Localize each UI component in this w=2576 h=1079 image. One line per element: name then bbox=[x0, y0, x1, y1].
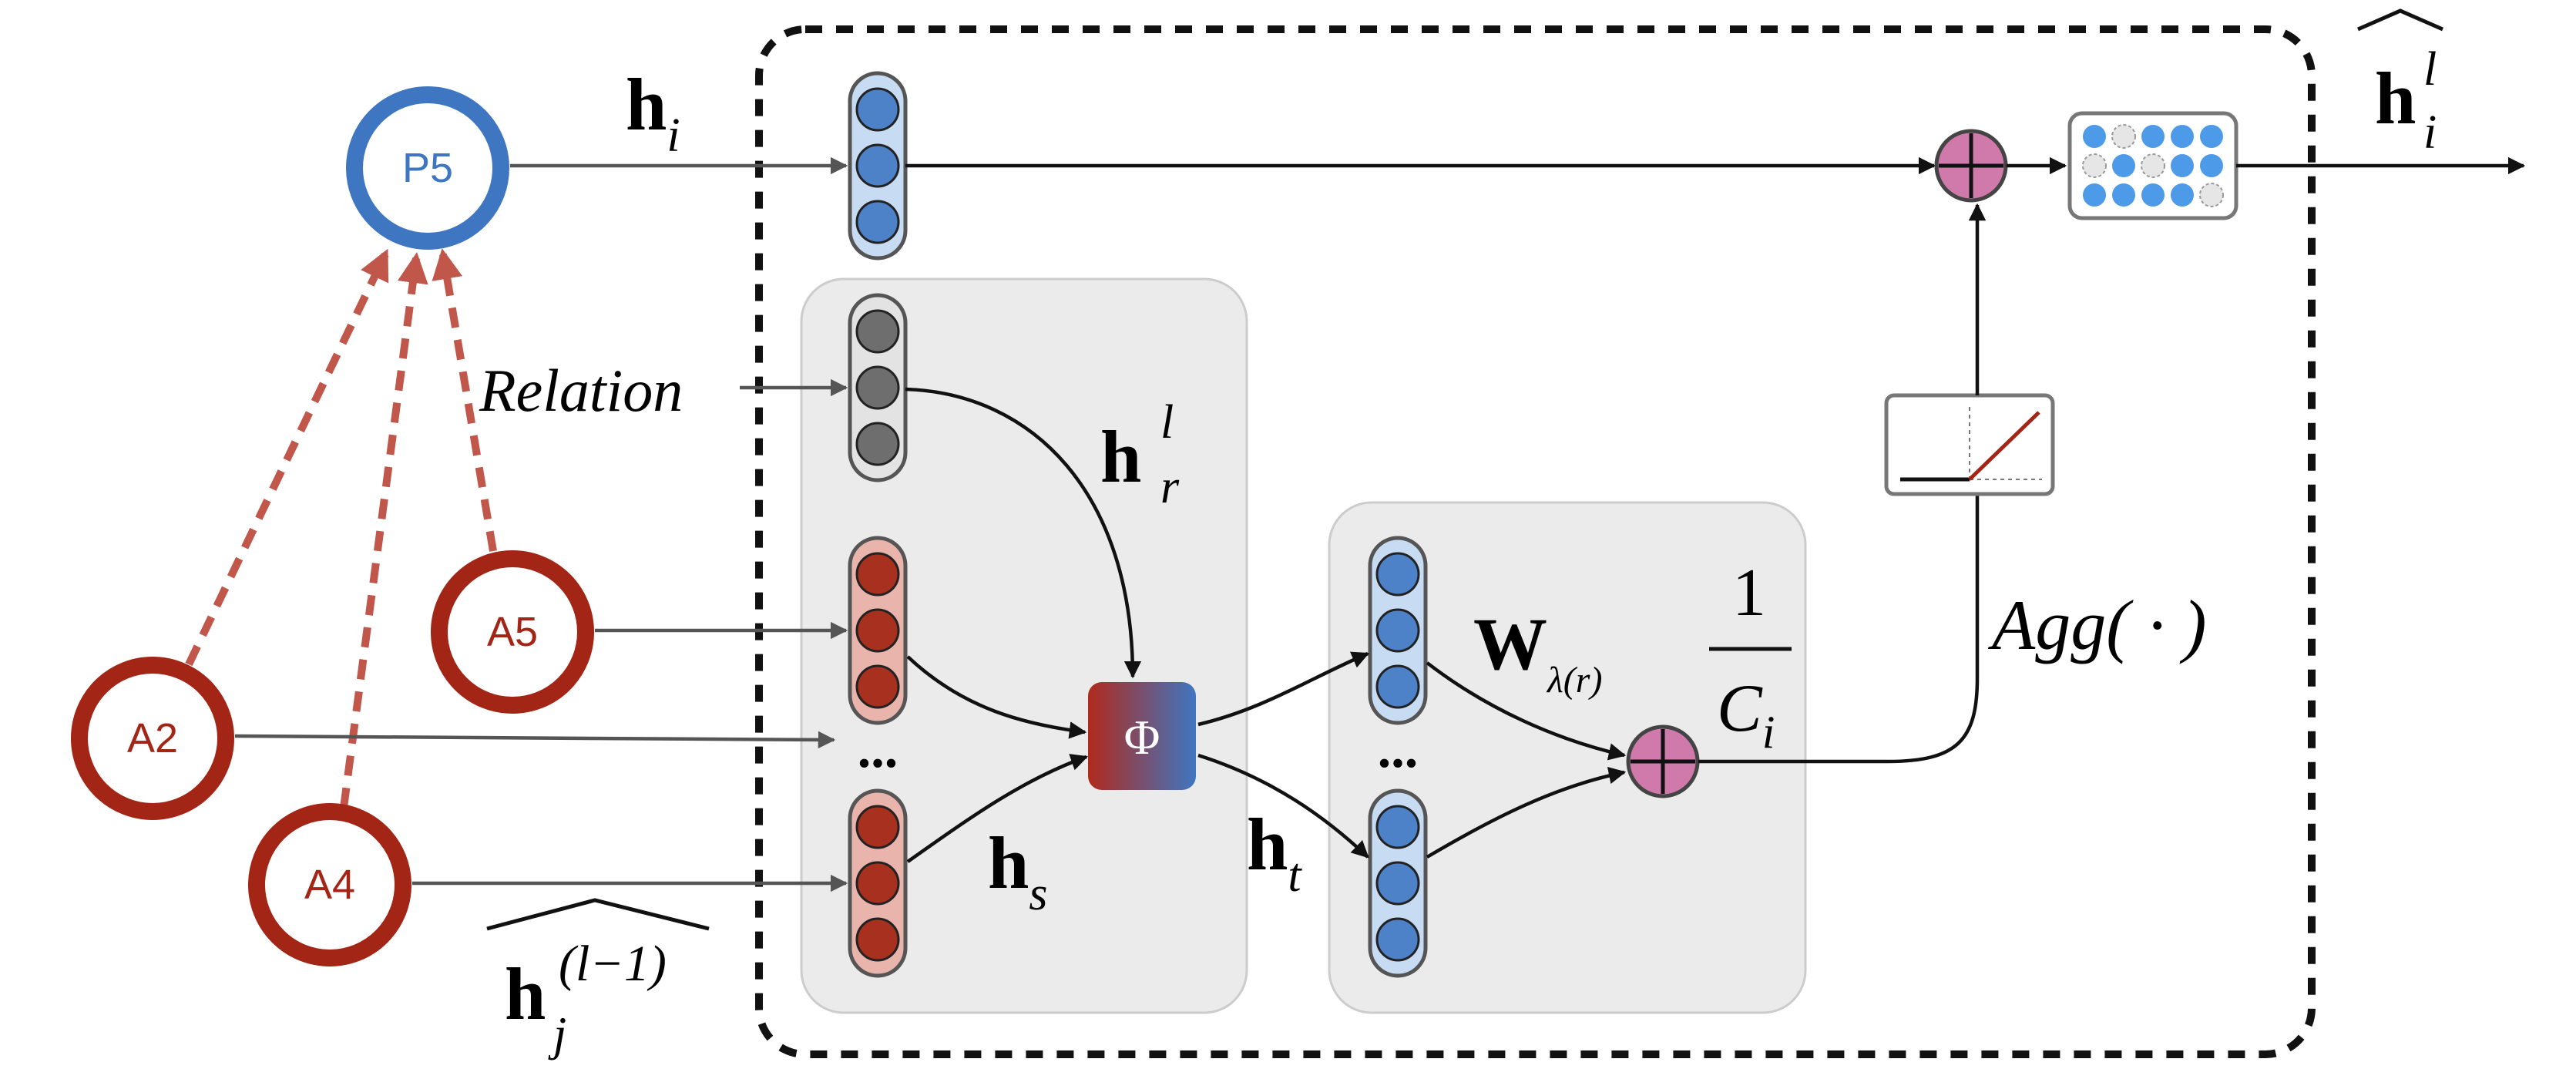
arrow-a2 bbox=[234, 731, 836, 749]
node-p5: P5 bbox=[346, 86, 509, 250]
label-w-lambda: Wλ(r) bbox=[1473, 603, 1602, 701]
node-a2-label: A2 bbox=[127, 715, 178, 761]
label-h-in-sub: j bbox=[548, 1008, 566, 1061]
flow-a4-phi bbox=[906, 754, 1089, 863]
neighbor-edges bbox=[185, 248, 497, 808]
flow-bottom-sum bbox=[1426, 767, 1627, 859]
label-norm-numerator: 1 bbox=[1732, 556, 1766, 630]
label-h-s: hs bbox=[988, 822, 1048, 920]
label-h-in-base: h bbox=[505, 953, 546, 1035]
vector-hi bbox=[848, 71, 908, 261]
label-h-out-sub: i bbox=[2423, 106, 2437, 159]
ellipsis-transformed: ... bbox=[1378, 720, 1419, 779]
node-a2: A2 bbox=[71, 657, 234, 820]
vector-transformed-top bbox=[1368, 536, 1428, 725]
relu-icon bbox=[1884, 393, 2055, 496]
label-h-t: ht bbox=[1247, 803, 1302, 902]
layer-boundary bbox=[755, 25, 2316, 1058]
label-h-out-sup: l bbox=[2423, 43, 2437, 96]
node-a4-label: A4 bbox=[304, 862, 355, 908]
label-h-r-sub: r bbox=[1160, 461, 1180, 513]
sum-operator-outer bbox=[1934, 129, 2008, 203]
label-agg: Agg( · ) bbox=[1987, 586, 2206, 664]
flow-a5-phi bbox=[906, 655, 1087, 739]
ellipsis-source: ... bbox=[858, 720, 898, 779]
flow-top-sum bbox=[1426, 661, 1627, 761]
vector-a5 bbox=[848, 536, 908, 725]
label-h-in: h (l−1) j bbox=[486, 898, 710, 1061]
phi-operator: Φ bbox=[1088, 682, 1196, 790]
vector-a4 bbox=[848, 788, 908, 978]
label-norm-denominator: Ci bbox=[1717, 671, 1775, 758]
label-h-out-base: h bbox=[2375, 57, 2416, 139]
node-a4: A4 bbox=[248, 803, 411, 966]
flow-sum-activation bbox=[1698, 493, 1980, 764]
vector-relation bbox=[848, 293, 908, 482]
message-panel bbox=[800, 277, 1248, 1014]
phi-label: Φ bbox=[1124, 710, 1160, 765]
flow-relation-phi bbox=[905, 387, 1142, 679]
edge-a5-p5 bbox=[432, 248, 497, 552]
label-h-r: h bbox=[1100, 415, 1141, 498]
flow-phi-top bbox=[1197, 651, 1370, 727]
label-h-in-sup: (l−1) bbox=[559, 936, 667, 992]
label-h-r-sup: l bbox=[1160, 396, 1174, 449]
node-p5-label: P5 bbox=[402, 145, 453, 191]
edge-a2-p5 bbox=[185, 248, 389, 667]
label-normalizer: 1 Ci bbox=[1709, 556, 1792, 758]
edge-a4-p5 bbox=[340, 252, 428, 808]
label-h-out: h l i bbox=[2357, 8, 2443, 159]
flow-phi-bottom bbox=[1197, 753, 1369, 859]
transform-panel bbox=[1328, 501, 1807, 1014]
output-vector-dropout bbox=[2067, 111, 2238, 220]
sum-operator-inner bbox=[1626, 724, 1700, 798]
label-relation: Relation bbox=[479, 357, 683, 424]
hat-h-out bbox=[2357, 8, 2443, 32]
vector-transformed-bottom bbox=[1368, 788, 1428, 978]
node-a5: A5 bbox=[431, 550, 594, 714]
node-a5-label: A5 bbox=[487, 609, 538, 655]
label-h-i: hi bbox=[626, 63, 680, 162]
hat-h-in bbox=[486, 898, 710, 931]
